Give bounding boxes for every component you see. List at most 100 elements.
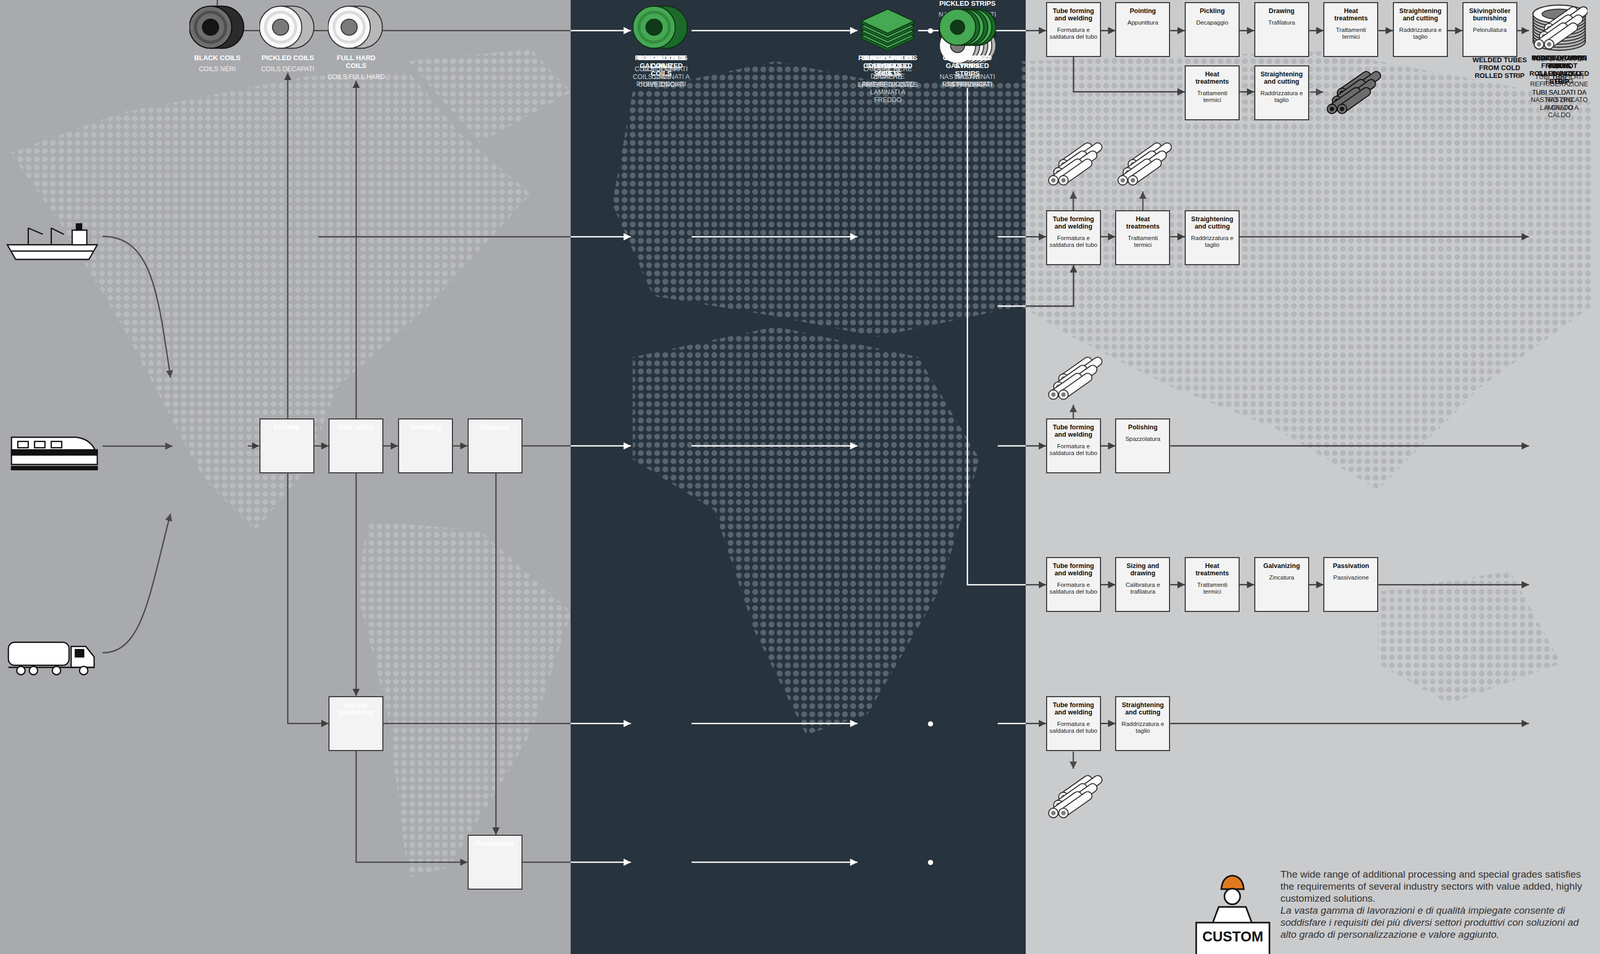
node-heading: Pickling: [274, 423, 300, 431]
flow-arrow: [1101, 29, 1116, 32]
node-subtext: Laminazione a freddo: [331, 435, 381, 450]
truck-icon: [79, 666, 88, 675]
icon-part: [950, 20, 965, 35]
icon-part: [1329, 106, 1334, 111]
flow-arrow: [1309, 584, 1324, 586]
icon-part: [1536, 41, 1541, 47]
icon-part: [1048, 175, 1059, 186]
flow-arrow: [1170, 445, 1529, 447]
world-dots: [570, 49, 1026, 878]
flow-arrow: [1073, 57, 1185, 93]
node-heading: Tube forming and welding: [1049, 7, 1098, 22]
node-heading: Heat treatments: [1326, 7, 1376, 22]
worker-icon: [1196, 922, 1270, 954]
node-subtext: Raddrizzatura e taglio: [1396, 26, 1445, 41]
icon-part: [1536, 41, 1541, 47]
icon-part: [272, 19, 289, 36]
flow-arrow: [997, 235, 1047, 238]
flow-arrow: [1101, 584, 1116, 586]
node-subtext: Raddrizzatura e taglio: [1257, 89, 1307, 104]
icon-part: [1544, 39, 1554, 50]
process-box: Tube forming and weldingFormatura e sald…: [1046, 418, 1102, 474]
node-subtext: Raddrizzatura e taglio: [1118, 720, 1167, 735]
flow-arrow: [1170, 722, 1529, 725]
icon-part: [950, 20, 965, 35]
train-icon: [11, 437, 98, 470]
process-box: Tube forming and weldingFormatura e sald…: [1046, 696, 1102, 752]
product-icon: [1048, 361, 1098, 400]
flow-arrow: [1170, 235, 1185, 238]
icon-part: [645, 19, 663, 36]
node-heading: Sizing and drawing: [1118, 562, 1167, 577]
flow-arrow: [287, 72, 289, 419]
flow-arrow: [318, 235, 631, 238]
node-heading: Hot dip galvanizing: [331, 701, 381, 717]
icon-part: [1547, 41, 1552, 47]
icon-part: [1061, 392, 1066, 397]
icon-part: [1061, 810, 1066, 815]
product-icon: [189, 2, 246, 53]
process-box: Pre-paintingPreverniciatura: [467, 834, 523, 890]
process-box: DrawingTrafilatura: [1254, 2, 1310, 58]
icon-part: [950, 20, 965, 35]
node-subtext: Formatura e saldatura del tubo: [1049, 443, 1098, 457]
product-icon: [859, 2, 916, 53]
product-icon: [259, 2, 316, 53]
node-heading: Straightening and cutting: [1396, 7, 1445, 22]
product-icon: [1048, 146, 1098, 185]
node-heading: WELDED TUBES FROM COLD ROLLED STRIP: [1471, 56, 1528, 81]
node-heading: Pointing: [1129, 7, 1156, 15]
process-box: Skiving/roller burnishingPelorullatura: [1462, 2, 1518, 58]
icon-part: [1534, 39, 1544, 50]
icon-part: [1544, 39, 1554, 50]
icon-part: [1534, 39, 1544, 50]
node-subtext: Skinpass: [482, 435, 508, 443]
icon-part: [645, 19, 663, 36]
product-icon: [1326, 75, 1377, 114]
node-subtext: NASTRI PREVERNICIATI: [937, 73, 998, 89]
process-box: PolishingSpazzolatura: [1115, 418, 1171, 474]
node-subtext: Zincatura: [1268, 574, 1295, 582]
icon-part: [1534, 39, 1544, 50]
process-box: PassivationPassivazione: [1323, 557, 1379, 612]
product-item: PRE-PAINTED SHEETSLAMIERE PREVERNICIATE: [857, 0, 918, 89]
flow-arrow: [522, 861, 632, 864]
flow-arrow: [356, 751, 468, 863]
node-subtext: Decapaggio: [1196, 19, 1229, 27]
separator-dots: [927, 859, 934, 866]
ship-icon: [27, 228, 29, 245]
output-arrows: [1310, 91, 1324, 94]
icon-part: [259, 6, 302, 49]
separator-dots: [927, 28, 934, 866]
icon-part: [632, 6, 676, 49]
node-heading: FULL HARD COILS: [325, 54, 387, 71]
transport-arrows: [102, 445, 173, 448]
icon-part: [265, 12, 297, 43]
flow-arrow: [997, 445, 1047, 447]
separator-dots: [927, 721, 934, 727]
flow-arrow: [355, 80, 358, 419]
product-item: WELDED TUBES FROM GALVANIZED STRIPTUBI S…: [1528, 0, 1590, 112]
node-subtext: COILS NERI: [187, 65, 248, 73]
icon-part: [1058, 389, 1069, 400]
node-heading: PRE-PAINTED STRIPS: [937, 54, 998, 71]
icon-part: [1547, 41, 1552, 47]
truck-icon: [52, 666, 61, 675]
process-box: GalvanizingZincatura: [1254, 557, 1310, 612]
flow-arrow: [1101, 445, 1116, 447]
icon-part: [1120, 178, 1125, 183]
flow-arrow: [997, 722, 1047, 725]
note-paragraph: The wide range of additional processing …: [1280, 868, 1593, 905]
truck-icon: [29, 666, 38, 675]
icon-part: [1117, 175, 1128, 186]
process-box: PicklingDecapaggio: [1184, 2, 1240, 58]
node-heading: Tube forming and welding: [1049, 562, 1098, 577]
icon-part: [632, 6, 676, 49]
node-heading: Skiving/roller burnishing: [1465, 7, 1515, 22]
train-icon: [11, 449, 98, 456]
world-dots: [10, 49, 571, 878]
node-subtext: TUBI SALDATI DA NASTRO ZINCATO A CALDO: [1528, 88, 1590, 112]
flow-arrow: [247, 445, 260, 447]
world-dots: [10, 49, 571, 878]
icon-part: [639, 12, 670, 43]
